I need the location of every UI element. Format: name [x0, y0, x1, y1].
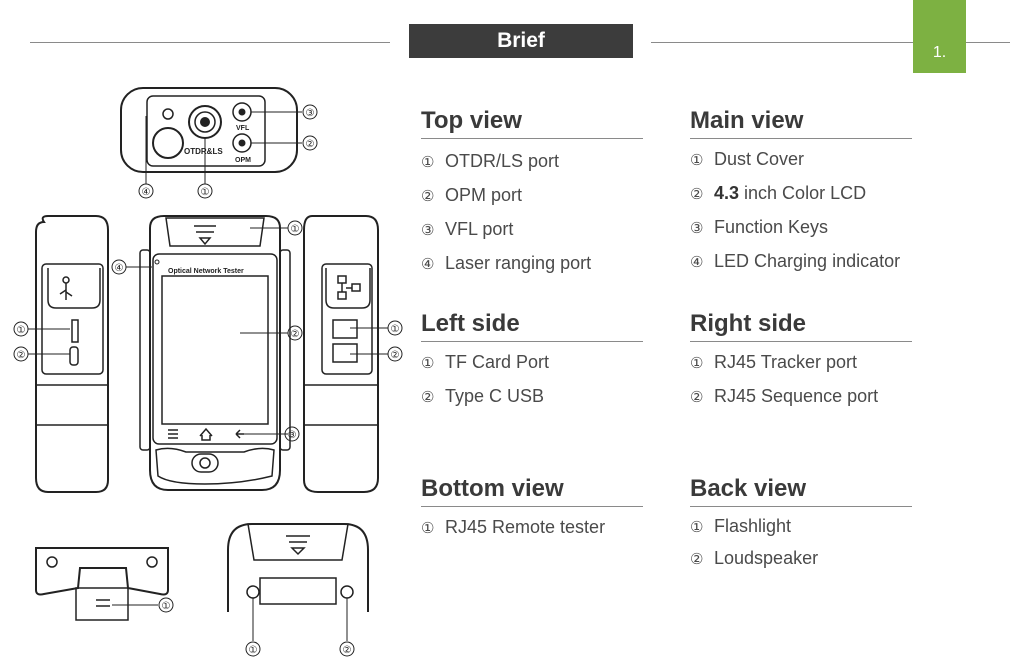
- function-keys: [168, 427, 244, 441]
- usb-c-port-icon: [69, 346, 79, 366]
- network-icon: [337, 275, 361, 300]
- laser-ranging-port-icon: [162, 108, 174, 120]
- page-number-tab: 1.: [913, 0, 966, 73]
- callout-top-4: ④: [142, 187, 151, 198]
- callout-left-1: ①: [17, 325, 26, 336]
- callout-top-1: ①: [201, 187, 210, 198]
- led-indicator-icon: [154, 259, 160, 265]
- back-view-heading: Back view: [690, 475, 912, 507]
- callout-front-1: ①: [291, 224, 300, 235]
- otdr-label: OTDR&LS: [184, 147, 223, 156]
- usb-icon: [59, 276, 73, 300]
- callout-right-2: ②: [391, 350, 400, 361]
- top-view-figure: [120, 87, 318, 199]
- rj45-tracker-port-icon: [332, 319, 358, 339]
- header-rule-left: [30, 42, 390, 43]
- main-view-heading: Main view: [690, 107, 912, 139]
- top-view-heading: Top view: [421, 107, 643, 139]
- header-rule-right: [651, 42, 1010, 43]
- callout-right-1: ①: [391, 324, 400, 335]
- page-title: Brief: [409, 24, 633, 58]
- callout-bottom-1: ①: [162, 601, 171, 612]
- left-side-figure: [13, 215, 109, 493]
- lcd-screen: [161, 275, 269, 425]
- bottom-view-figure: [35, 547, 174, 621]
- loudspeaker-icon: [340, 585, 354, 599]
- rj45-sequence-port-icon: [332, 343, 358, 363]
- right-side-figure: [303, 215, 403, 493]
- callout-back-1: ①: [249, 645, 258, 656]
- front-view-figure: [111, 215, 303, 491]
- callout-back-2: ②: [343, 645, 352, 656]
- left-side-heading: Left side: [421, 310, 643, 342]
- flashlight-icon: [246, 585, 260, 599]
- vfl-label: VFL: [236, 125, 250, 132]
- screen-label: Optical Network Tester: [168, 268, 244, 275]
- tf-card-slot-icon: [71, 319, 79, 343]
- otdr-port-icon: [194, 111, 216, 133]
- callout-left-2: ②: [17, 350, 26, 361]
- callout-front-3: ③: [288, 430, 297, 441]
- opm-label: OPM: [235, 157, 251, 164]
- device-illustration: OTDR&LS VFL OPM Optical Network Tester ③…: [13, 87, 403, 657]
- callout-top-2: ②: [306, 139, 315, 150]
- callout-front-2: ②: [291, 329, 300, 340]
- back-view-figure: [227, 523, 369, 657]
- page-number: 1.: [932, 44, 947, 61]
- bottom-view-heading: Bottom view: [421, 475, 643, 507]
- callout-front-4: ④: [115, 263, 124, 274]
- callout-top-3: ③: [306, 108, 315, 119]
- right-side-heading: Right side: [690, 310, 912, 342]
- dust-cover: [165, 217, 265, 247]
